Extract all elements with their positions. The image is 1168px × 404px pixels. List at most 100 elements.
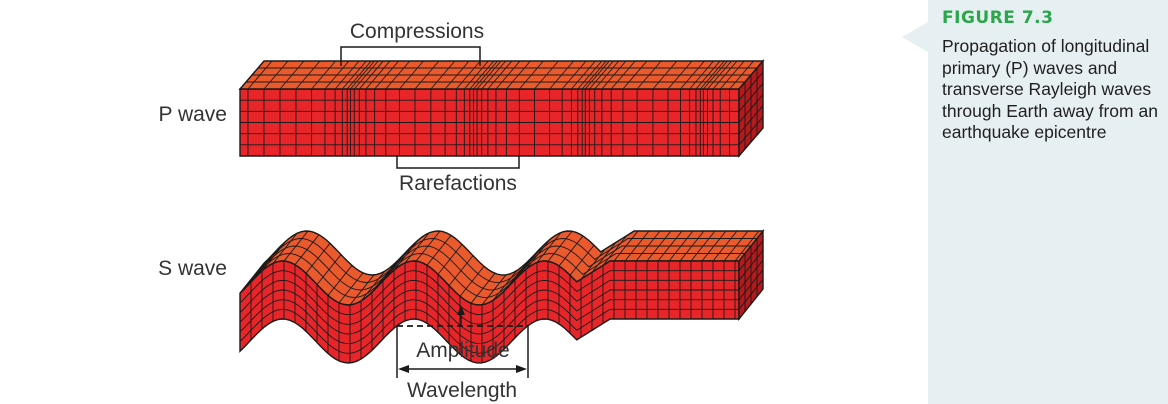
s-wave-grid-line <box>305 243 331 274</box>
p-wave-grid-line <box>358 60 384 90</box>
s-wave-grid-line <box>580 248 606 280</box>
p-wave-grid-line <box>695 60 721 90</box>
s-wave-grid-line <box>734 230 760 262</box>
s-wave-grid-line <box>316 254 342 285</box>
amplitude-arrowhead <box>457 305 465 315</box>
s-wave-grid-line <box>547 230 573 262</box>
s-wave-block <box>239 229 765 364</box>
s-wave-grid-line <box>602 235 628 266</box>
compressions-label: Compressions <box>350 20 484 43</box>
p-wave-label: P wave <box>159 103 228 126</box>
s-wave-grid-line <box>415 230 441 262</box>
p-wave-grid-line <box>601 60 627 90</box>
s-wave-grid-line <box>371 261 397 293</box>
p-wave-grid-line <box>455 60 481 90</box>
s-wave-grid-line <box>257 238 757 283</box>
s-wave-grid-line <box>646 230 672 262</box>
s-wave-grid-line <box>250 251 276 283</box>
p-wave-grid-line <box>581 60 607 90</box>
s-wave-grid-line <box>712 230 738 262</box>
s-wave-grid-line <box>283 230 309 262</box>
p-wave-grid-line <box>495 60 521 90</box>
s-wave-grid-line <box>239 270 739 316</box>
p-wave-grid-line <box>481 60 507 90</box>
s-wave-grid-line <box>426 235 452 266</box>
s-wave-grid-line <box>251 245 751 291</box>
p-wave-grid-line <box>534 60 559 90</box>
s-wave-grid-line <box>492 270 518 301</box>
s-wave-label: S wave <box>158 257 227 280</box>
caption-panel <box>928 0 1168 404</box>
s-wave-grid-line <box>624 230 650 262</box>
s-wave-grid-line <box>245 253 745 298</box>
p-wave-grid-line <box>295 60 321 90</box>
s-wave-grid-line <box>657 230 683 262</box>
s-wave-grid-line <box>437 243 463 275</box>
p-wave-grid-line <box>385 60 411 90</box>
s-wave-grid-line <box>382 250 408 282</box>
p-wave-grid-line <box>594 60 620 90</box>
p-wave-grid-line <box>334 60 360 90</box>
wavelength-label: Wavelength <box>407 379 517 402</box>
s-wave-grid-line <box>239 299 739 345</box>
wavelength-arrowhead-right <box>516 365 527 373</box>
p-wave-grid-line <box>473 60 498 90</box>
p-wave-grid-line <box>652 60 678 90</box>
s-wave-grid-line <box>272 233 298 264</box>
s-wave-grid-line <box>635 230 661 262</box>
p-wave-grid-line <box>680 60 705 90</box>
p-wave-grid-line <box>549 60 574 90</box>
caption-pointer <box>902 22 928 52</box>
s-wave-grid-line <box>327 265 353 296</box>
p-wave-grid-line <box>703 60 728 90</box>
s-wave-grid-line <box>393 239 419 271</box>
s-wave-grid-line <box>613 230 639 262</box>
p-wave-grid-line <box>729 60 754 90</box>
p-wave-grid-line <box>469 60 495 90</box>
s-wave-grid-line <box>338 272 364 304</box>
s-wave-grid-line <box>558 235 584 267</box>
p-wave-grid-line <box>561 60 587 90</box>
p-wave-grid-line <box>463 60 489 90</box>
s-wave-grid-line <box>569 244 595 276</box>
s-wave-grid-line <box>723 230 749 262</box>
p-wave-grid-line <box>577 60 603 90</box>
amplitude-label: Amplitude <box>416 339 509 362</box>
s-wave-grid-line <box>294 234 320 265</box>
s-wave-grid-line <box>481 274 507 306</box>
compressions-bracket <box>340 46 481 66</box>
s-wave-grid-line <box>239 289 739 335</box>
p-wave-grid-line <box>279 60 305 90</box>
p-wave-grid-line <box>476 60 502 90</box>
p-wave-grid-line <box>263 60 289 90</box>
rarefactions-bracket <box>396 156 520 169</box>
p-wave-grid-line <box>571 60 596 90</box>
p-wave-block <box>238 59 765 158</box>
p-wave-grid-line <box>667 60 693 90</box>
p-wave-grid-line <box>699 60 725 90</box>
s-wave-grid-line <box>404 232 430 264</box>
p-wave-grid-line <box>636 60 662 90</box>
figure-number: FIGURE 7.3 <box>942 8 1054 28</box>
s-wave-grid-line <box>525 239 551 270</box>
p-wave-grid-line <box>399 60 424 90</box>
s-wave-grid-line <box>503 260 529 292</box>
p-wave-grid-line <box>622 60 648 90</box>
s-wave-grid-line <box>261 240 287 272</box>
s-wave-grid-line <box>349 274 375 306</box>
s-wave-grid-line <box>448 255 474 286</box>
p-wave-grid-line <box>506 60 531 90</box>
p-wave-grid-line <box>487 60 513 90</box>
rarefactions-label: Rarefactions <box>399 172 517 195</box>
p-wave-grid-line <box>712 60 738 90</box>
p-wave-grid-line <box>444 60 470 90</box>
s-wave-grid-line <box>514 249 540 281</box>
p-wave-grid-line <box>519 60 544 90</box>
p-wave-grid-line <box>584 60 610 90</box>
figure-caption: Propagation of longitudinal primary (P) … <box>942 36 1158 142</box>
s-wave-grid-line <box>536 232 562 263</box>
s-wave-grid-line <box>360 270 386 302</box>
p-wave-grid-line <box>610 60 636 90</box>
p-wave-grid-line <box>346 60 372 90</box>
p-wave-grid-line <box>311 60 336 90</box>
